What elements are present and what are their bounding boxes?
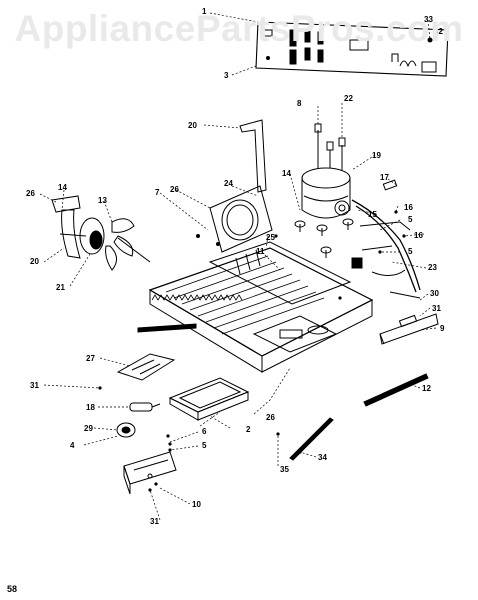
control-board: [255, 21, 449, 77]
screws: [98, 210, 406, 492]
part-label: 16: [414, 231, 423, 240]
part-label: 7: [155, 188, 160, 197]
part-label: 15: [368, 210, 377, 219]
bracket: [379, 313, 439, 345]
part-label: 26: [26, 189, 35, 198]
part-label: 27: [86, 354, 95, 363]
part-label: 18: [86, 403, 95, 412]
thermal-components: [116, 402, 161, 438]
part-label: 32: [434, 27, 443, 36]
part-label: 31: [432, 304, 441, 313]
part-label: 31: [30, 381, 39, 390]
base-pan: [148, 241, 374, 373]
part-label: 14: [282, 169, 291, 178]
part-label: 31: [150, 517, 159, 526]
part-label: 19: [372, 151, 381, 160]
part-label: 21: [56, 283, 65, 292]
panel: [116, 353, 176, 381]
part-label: 33: [424, 15, 433, 24]
drain-pan: [168, 377, 250, 421]
part-label: 6: [202, 427, 207, 436]
tubing: [239, 119, 267, 193]
leader-lines: [39, 12, 437, 521]
part-label: 16: [404, 203, 413, 212]
part-label: 14: [58, 183, 67, 192]
part-label: 10: [192, 500, 201, 509]
part-label: 1: [202, 7, 207, 16]
condenser-fan: [51, 195, 151, 271]
part-label: 30: [430, 289, 439, 298]
part-label: 5: [408, 215, 413, 224]
part-label: 29: [84, 424, 93, 433]
part-label: 35: [280, 465, 289, 474]
part-label: 12: [422, 384, 431, 393]
part-label: 11: [256, 247, 265, 256]
part-label: 24: [224, 179, 233, 188]
part-label: 8: [297, 99, 302, 108]
compressor: [294, 123, 421, 299]
part-label: 5: [202, 441, 207, 450]
fan-shroud: [209, 185, 273, 253]
part-label: 26: [266, 413, 275, 422]
lower-bracket: [123, 451, 177, 495]
drain-tube: [289, 417, 334, 461]
part-label: 2: [246, 425, 251, 434]
part-label: 20: [188, 121, 197, 130]
page-number: 58: [7, 584, 18, 594]
part-label: 4: [70, 441, 75, 450]
part-label: 13: [98, 196, 107, 205]
part-label: 25: [266, 233, 275, 242]
part-label: 20: [30, 257, 39, 266]
part-label: 22: [344, 94, 353, 103]
part-label: 3: [224, 71, 229, 80]
part-label: 5: [408, 247, 413, 256]
part-label: 9: [440, 324, 445, 333]
part-label: 23: [428, 263, 437, 272]
part-labels: 1 33 32 3 8 22 20 19 14 17 16 5 15 16 5 …: [26, 7, 445, 526]
part-label: 26: [170, 185, 179, 194]
rod: [137, 323, 197, 333]
part-label: 17: [380, 173, 389, 182]
strip: [363, 373, 429, 407]
part-label: 34: [318, 453, 327, 462]
